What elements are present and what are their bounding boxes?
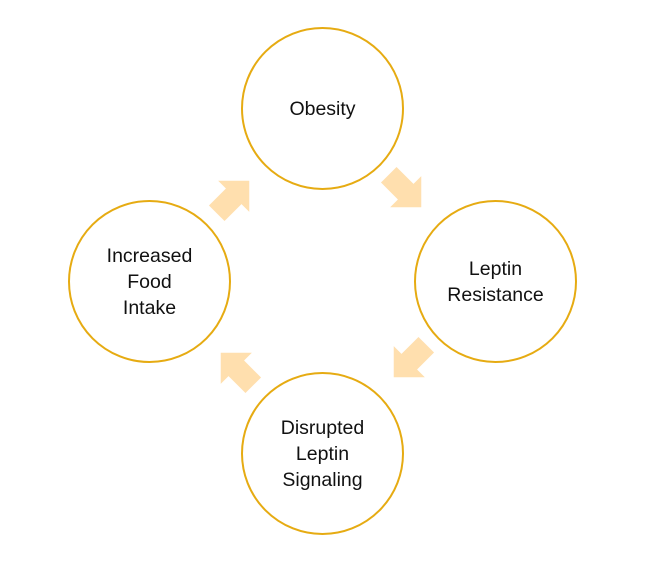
arrow-up-right-icon	[198, 162, 269, 233]
node-disrupted-leptin-signaling: Disrupted Leptin Signaling	[241, 372, 404, 535]
arrow-down-left-icon	[375, 326, 446, 397]
arrow-up-left-icon	[202, 334, 273, 405]
node-increased-food-intake: Increased Food Intake	[68, 200, 231, 363]
arrow-down-right-icon	[370, 156, 441, 227]
node-obesity: Obesity	[241, 27, 404, 190]
node-label: Increased Food Intake	[106, 244, 193, 319]
node-label: Leptin Resistance	[447, 257, 544, 306]
node-label: Obesity	[289, 97, 356, 120]
node-label: Disrupted Leptin Signaling	[280, 416, 365, 491]
node-leptin-resistance: Leptin Resistance	[414, 200, 577, 363]
